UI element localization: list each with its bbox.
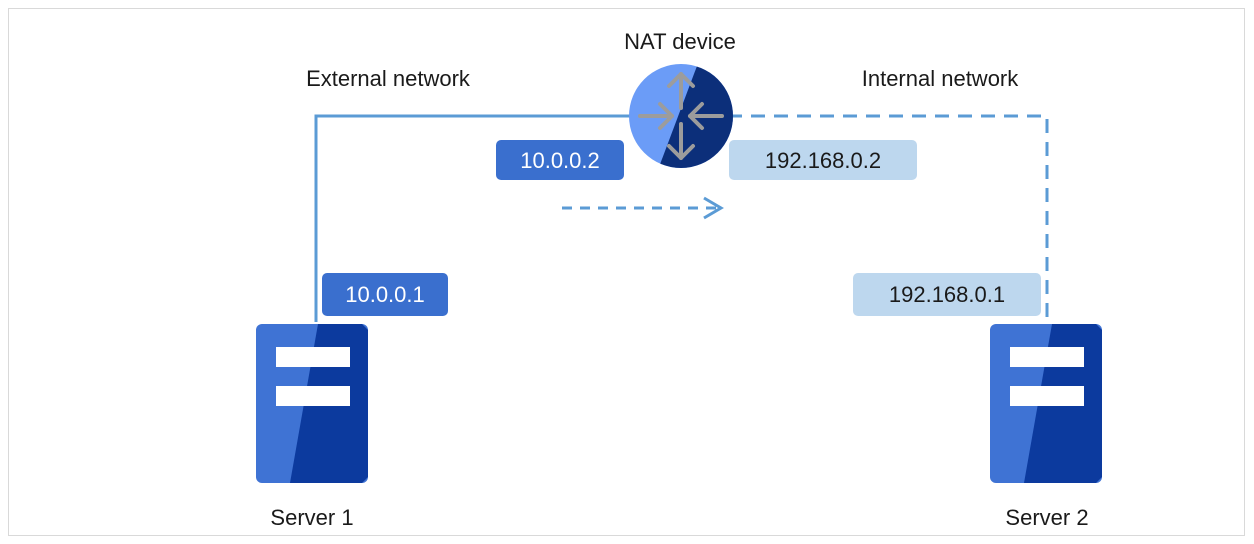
- internal-network-label: Internal network: [862, 66, 1020, 91]
- server-1-ip: 10.0.0.1: [345, 282, 425, 307]
- nat-external-ip-badge: 10.0.0.2: [496, 140, 624, 180]
- external-network-label: External network: [306, 66, 471, 91]
- nat-device-label: NAT device: [624, 29, 736, 54]
- server-2-label: Server 2: [1005, 505, 1088, 530]
- server-1-ip-badge: 10.0.0.1: [322, 273, 448, 316]
- server-2-icon: [990, 324, 1102, 483]
- server-2-ip-badge: 192.168.0.1: [853, 273, 1041, 316]
- router-icon: [629, 64, 733, 168]
- traffic-flow-arrow: [562, 196, 724, 220]
- nat-internal-ip: 192.168.0.2: [765, 148, 881, 173]
- nat-external-ip: 10.0.0.2: [520, 148, 600, 173]
- server-1-icon: [256, 324, 368, 483]
- nat-internal-ip-badge: 192.168.0.2: [729, 140, 917, 180]
- external-network-link: [314, 114, 640, 322]
- server-2-ip: 192.168.0.1: [889, 282, 1005, 307]
- server-1-label: Server 1: [270, 505, 353, 530]
